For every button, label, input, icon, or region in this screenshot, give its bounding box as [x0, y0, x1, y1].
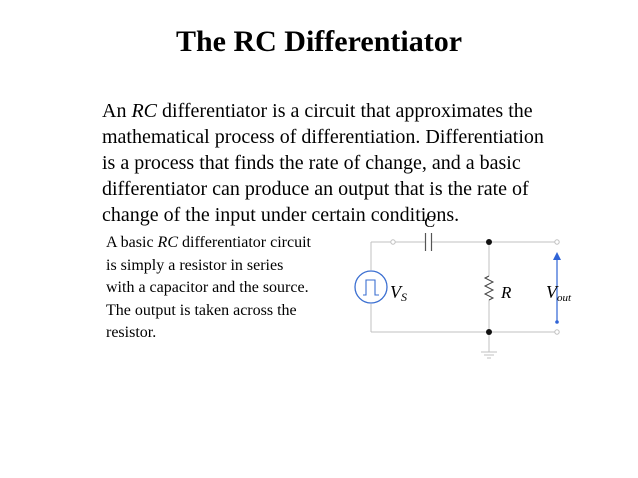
output-voltage-arrow	[553, 252, 561, 324]
intro-line-1: An RC differentiator is a circuit that a…	[102, 98, 602, 124]
resistor-symbol	[483, 275, 495, 301]
resistor-label: R	[500, 283, 512, 302]
output-label: Vout	[546, 282, 572, 304]
side-note: A basic RC differentiator circuit is sim…	[106, 232, 356, 345]
intro-line-4: differentiator can produce an output tha…	[102, 178, 529, 200]
intro-paragraph: An RC differentiator is a circuit that a…	[102, 98, 602, 228]
output-label-main: V	[546, 282, 559, 302]
intro-line-1-suffix: differentiator is a circuit that approxi…	[157, 100, 533, 122]
note-line-1-suffix: differentiator circuit	[178, 234, 311, 251]
capacitor-symbol	[424, 233, 433, 251]
input-terminal-top	[390, 239, 396, 245]
junction-node-bottom	[486, 329, 492, 335]
intro-line-5: change of the input under certain condit…	[102, 204, 460, 226]
note-line-1-rc: RC	[157, 234, 178, 251]
note-line-1: A basic RC differentiator circuit	[106, 232, 356, 255]
output-label-sub: out	[557, 292, 572, 304]
intro-line-1-prefix: An	[102, 100, 132, 122]
output-arrow-head-up	[553, 252, 561, 260]
note-line-3: with a capacitor and the source.	[106, 279, 309, 296]
output-arrow-tail-dot	[555, 320, 559, 324]
note-line-2: is simply a resistor in series	[106, 256, 284, 274]
capacitor-label: C	[424, 212, 436, 231]
output-terminal-bottom	[554, 329, 560, 335]
note-line-1-prefix: A basic	[106, 234, 158, 251]
note-line-4: The output is taken across the	[106, 301, 297, 319]
output-terminal-top	[554, 239, 560, 245]
intro-line-2: mathematical process of differentiation.…	[102, 126, 544, 148]
pulse-source	[354, 270, 388, 304]
intro-line-1-rc: RC	[131, 100, 158, 122]
junction-node-top	[486, 239, 492, 245]
source-label-sub: S	[401, 290, 407, 304]
source-label-main: V	[390, 282, 403, 302]
intro-line-3: is a process that finds the rate of chan…	[102, 152, 521, 174]
source-label: VS	[390, 282, 407, 304]
note-line-5: resistor.	[106, 324, 157, 341]
slide-title: The RC Differentiator	[175, 25, 463, 58]
pulse-source-circle	[354, 270, 388, 304]
circuit-wires	[370, 241, 557, 352]
ground-symbol	[481, 351, 497, 359]
pulse-waveform-icon	[363, 279, 379, 296]
